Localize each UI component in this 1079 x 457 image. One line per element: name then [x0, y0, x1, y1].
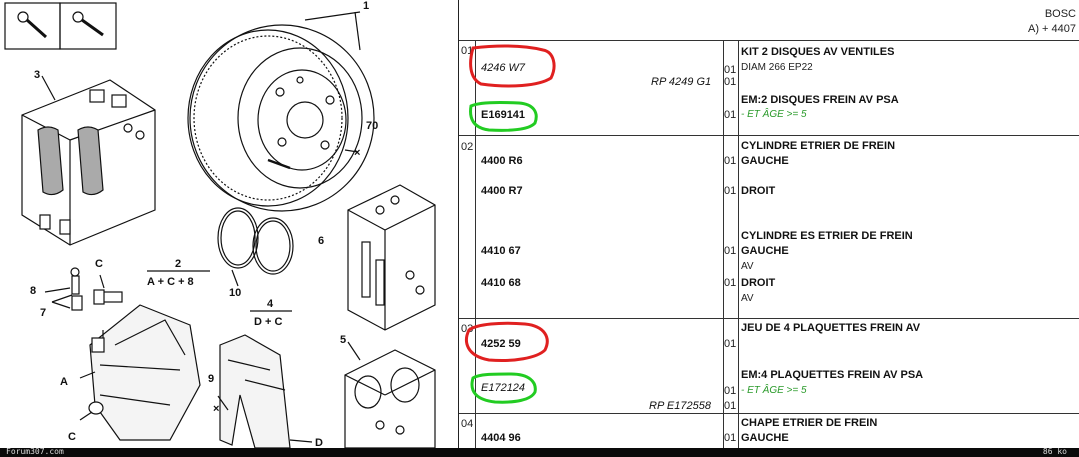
- quantity: 01: [724, 400, 737, 412]
- part-description-detail: GAUCHE: [741, 245, 789, 257]
- callout-9: 9: [208, 373, 214, 385]
- part-description-detail: DIAM 266 EP22: [741, 62, 813, 73]
- part-description: CYLINDRE ES ETRIER DE FREIN: [741, 230, 913, 242]
- row-divider-1: [459, 135, 1079, 136]
- callout-3: 3: [34, 69, 40, 81]
- callout-8: 8: [30, 285, 36, 297]
- col-divider-code: [723, 40, 724, 448]
- callout-2: 2: [175, 258, 181, 270]
- screw-icon-2: [72, 11, 104, 37]
- part-condition: - ET ÂGE >= 5: [741, 109, 807, 120]
- screw-icon-1: [17, 11, 48, 39]
- part-description: EM:4 PLAQUETTES FREIN AV PSA: [741, 369, 924, 381]
- red-highlight-circle-2: [465, 321, 549, 362]
- quantity: 01: [724, 64, 737, 76]
- callout-7: 7: [40, 307, 46, 319]
- bolt-drawing: [93, 289, 123, 305]
- col-divider-qty: [738, 40, 739, 448]
- part-code[interactable]: 4410 68: [481, 277, 521, 289]
- callout-1: 1: [363, 0, 369, 12]
- brake-caliper-drawing: [79, 304, 201, 441]
- quantity: 01: [724, 432, 737, 444]
- footer-size: 86 ko: [1042, 447, 1067, 456]
- row-index-03: 03: [461, 323, 474, 335]
- row-index-04: 04: [461, 418, 474, 430]
- part-description: DROIT: [741, 277, 776, 289]
- red-highlight-circle-1: [469, 44, 556, 88]
- footer-site[interactable]: Forum307.com: [6, 447, 64, 456]
- part-code[interactable]: E172124: [481, 382, 526, 394]
- guide-pin-kit-drawing: [347, 184, 436, 331]
- part-code[interactable]: 4400 R7: [481, 185, 523, 197]
- part-code[interactable]: 4400 R6: [481, 155, 523, 167]
- highlight-annotations: [465, 44, 556, 404]
- row-divider-3: [459, 413, 1079, 414]
- quantity: 01: [724, 76, 737, 88]
- replacement-ref: RP E172558: [649, 400, 711, 412]
- group-label-2: A + C + 8: [147, 276, 194, 288]
- part-code[interactable]: 4404 96: [481, 432, 521, 444]
- part-description: JEU DE 4 PLAQUETTES FREIN AV: [741, 322, 921, 334]
- part-position: AV: [741, 293, 754, 304]
- part-code[interactable]: 4252 59: [481, 338, 521, 350]
- part-description: EM:2 DISQUES FREIN AV PSA: [741, 94, 899, 106]
- svg-text:×: ×: [354, 147, 360, 159]
- header-brand: BOSC: [1044, 8, 1076, 20]
- header-sub: A) + 4407: [1027, 23, 1076, 35]
- callout-10: 10: [229, 287, 241, 299]
- brake-exploded-diagram: ×: [0, 0, 458, 449]
- callout-4: 4: [267, 298, 274, 310]
- green-highlight-circle-1: [469, 100, 538, 132]
- footer-bar: Forum307.com 86 ko: [0, 447, 1079, 457]
- callout-6: 6: [318, 235, 324, 247]
- callout-9-mark: ×: [213, 403, 219, 415]
- callout-70: 70: [366, 120, 378, 132]
- caliper-bracket-drawing: [219, 334, 291, 449]
- replacement-ref: RP 4249 G1: [651, 76, 712, 88]
- screw-box-2: [59, 2, 117, 50]
- part-position: AV: [741, 261, 754, 272]
- caliper-springs-drawing: [217, 207, 294, 275]
- row-divider-2: [459, 318, 1079, 319]
- row-index-02: 02: [461, 141, 474, 153]
- brake-pads-drawing: [21, 79, 156, 246]
- quantity: 01: [724, 185, 737, 197]
- quantity: 01: [724, 155, 737, 167]
- part-description-detail: GAUCHE: [741, 155, 789, 167]
- part-code[interactable]: 4246 W7: [481, 62, 526, 74]
- part-description-detail: GAUCHE: [741, 432, 789, 444]
- callout-d: D: [315, 437, 323, 448]
- part-code[interactable]: E169141: [481, 109, 526, 121]
- brake-disc-drawing: [187, 24, 375, 212]
- seal-kit-drawing: [344, 349, 436, 449]
- col-divider-idx: [475, 40, 476, 448]
- part-description: CYLINDRE ETRIER DE FREIN: [741, 140, 896, 152]
- callout-5: 5: [340, 334, 346, 346]
- quantity: 01: [724, 277, 737, 289]
- part-condition: - ET ÂGE >= 5: [741, 385, 807, 396]
- bleed-screw-drawing: [70, 267, 83, 311]
- green-highlight-circle-2: [470, 372, 537, 404]
- header-divider: [459, 40, 1079, 41]
- quantity: 01: [724, 385, 737, 397]
- quantity: 01: [724, 245, 737, 257]
- part-description: DROIT: [741, 185, 776, 197]
- callout-c-top: C: [95, 258, 103, 270]
- quantity: 01: [724, 338, 737, 350]
- quantity: 01: [724, 109, 737, 121]
- part-description: KIT 2 DISQUES AV VENTILES: [741, 46, 895, 58]
- callout-a: A: [60, 376, 68, 388]
- part-code[interactable]: 4410 67: [481, 245, 521, 257]
- group-label-4: D + C: [254, 316, 282, 328]
- callout-c-bottom: C: [68, 431, 76, 443]
- parts-table: BOSC A) + 4407 01 4246 W7 RP 4249 G1 E16…: [458, 0, 1079, 448]
- part-description: CHAPE ETRIER DE FREIN: [741, 417, 878, 429]
- diagram-svg: ×: [4, 0, 436, 449]
